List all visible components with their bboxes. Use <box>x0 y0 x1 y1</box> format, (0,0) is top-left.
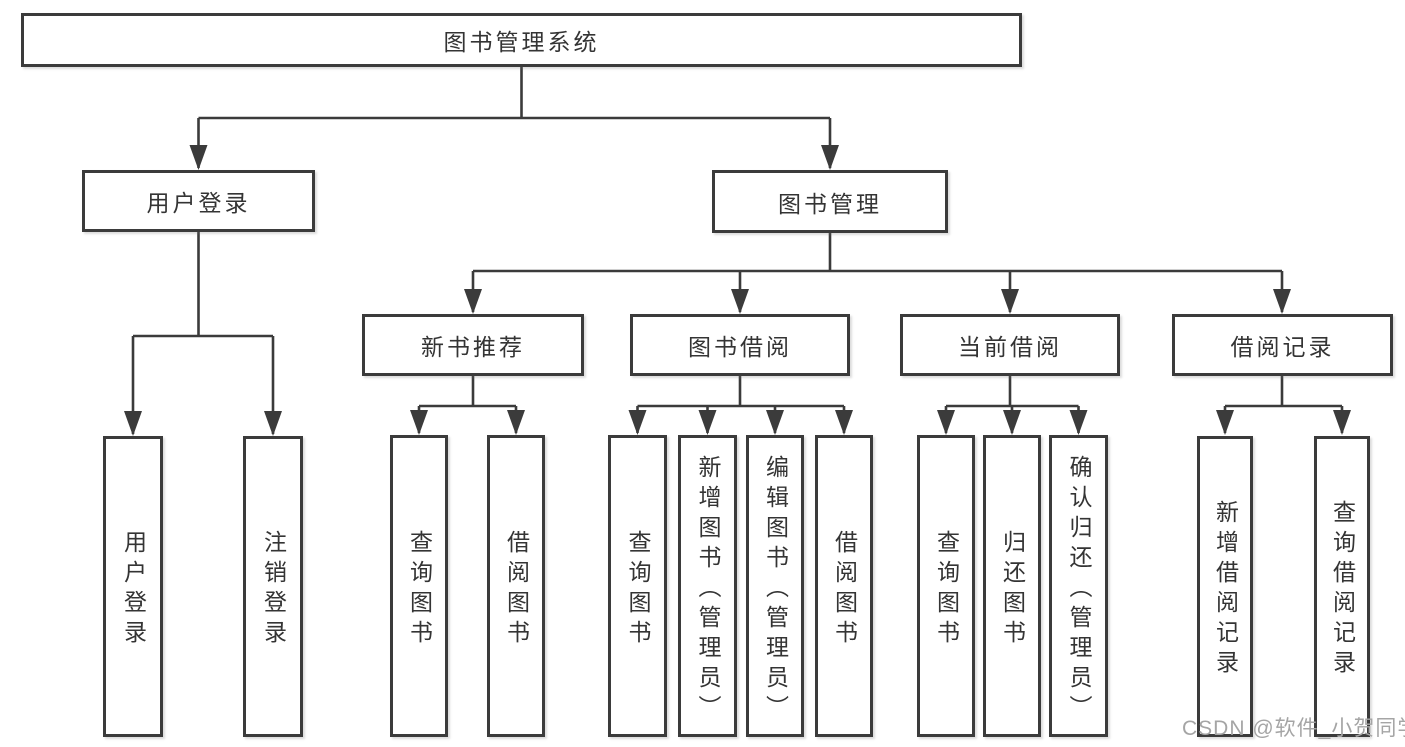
node-new-book-recommendation: 新书推荐 <box>362 314 584 376</box>
node-label: 注销登录 <box>260 530 287 650</box>
node-label: 归还图书 <box>999 529 1026 650</box>
node-label: 用户登录 <box>120 530 147 650</box>
node-leaf-query-books-3: 查询图书 <box>917 435 975 737</box>
node-leaf-borrow-books-2: 借阅图书 <box>815 435 873 737</box>
node-book-borrowing: 图书借阅 <box>630 314 850 376</box>
node-leaf-add-books-admin: 新增图书（管理员） <box>678 435 737 737</box>
node-book-management: 图书管理 <box>712 170 948 233</box>
node-leaf-user-login: 用户登录 <box>103 436 163 737</box>
node-leaf-confirm-return-admin: 确认归还（管理员） <box>1049 435 1108 737</box>
node-label: 查询图书 <box>625 529 651 650</box>
node-label: 确认归还（管理员） <box>1066 454 1092 725</box>
node-leaf-query-borrow-record: 查询借阅记录 <box>1314 436 1370 737</box>
node-label: 查询图书 <box>933 529 960 650</box>
node-label: 借阅图书 <box>831 529 858 650</box>
node-label: 编辑图书（管理员） <box>762 454 789 725</box>
node-label: 新增借阅记录 <box>1212 500 1239 680</box>
node-leaf-borrow-books-1: 借阅图书 <box>487 435 545 737</box>
node-label: 查询图书 <box>406 529 433 650</box>
node-current-borrowing: 当前借阅 <box>900 314 1120 376</box>
node-leaf-query-books-1: 查询图书 <box>390 435 448 737</box>
node-label: 借阅图书 <box>503 529 530 650</box>
node-leaf-edit-books-admin: 编辑图书（管理员） <box>746 435 804 737</box>
watermark: CSDN @软件_小贺同学 <box>1182 717 1405 740</box>
node-leaf-return-books: 归还图书 <box>983 435 1041 737</box>
node-label: 新增图书（管理员） <box>695 454 721 725</box>
node-borrowing-records: 借阅记录 <box>1172 314 1393 376</box>
node-root: 图书管理系统 <box>21 13 1022 67</box>
node-label: 查询借阅记录 <box>1329 500 1356 680</box>
arrowhead-icons <box>124 145 1351 436</box>
node-leaf-logout: 注销登录 <box>243 436 303 737</box>
node-user-login: 用户登录 <box>82 170 315 232</box>
node-leaf-add-borrow-record: 新增借阅记录 <box>1197 436 1253 737</box>
node-leaf-query-books-2: 查询图书 <box>608 435 667 737</box>
